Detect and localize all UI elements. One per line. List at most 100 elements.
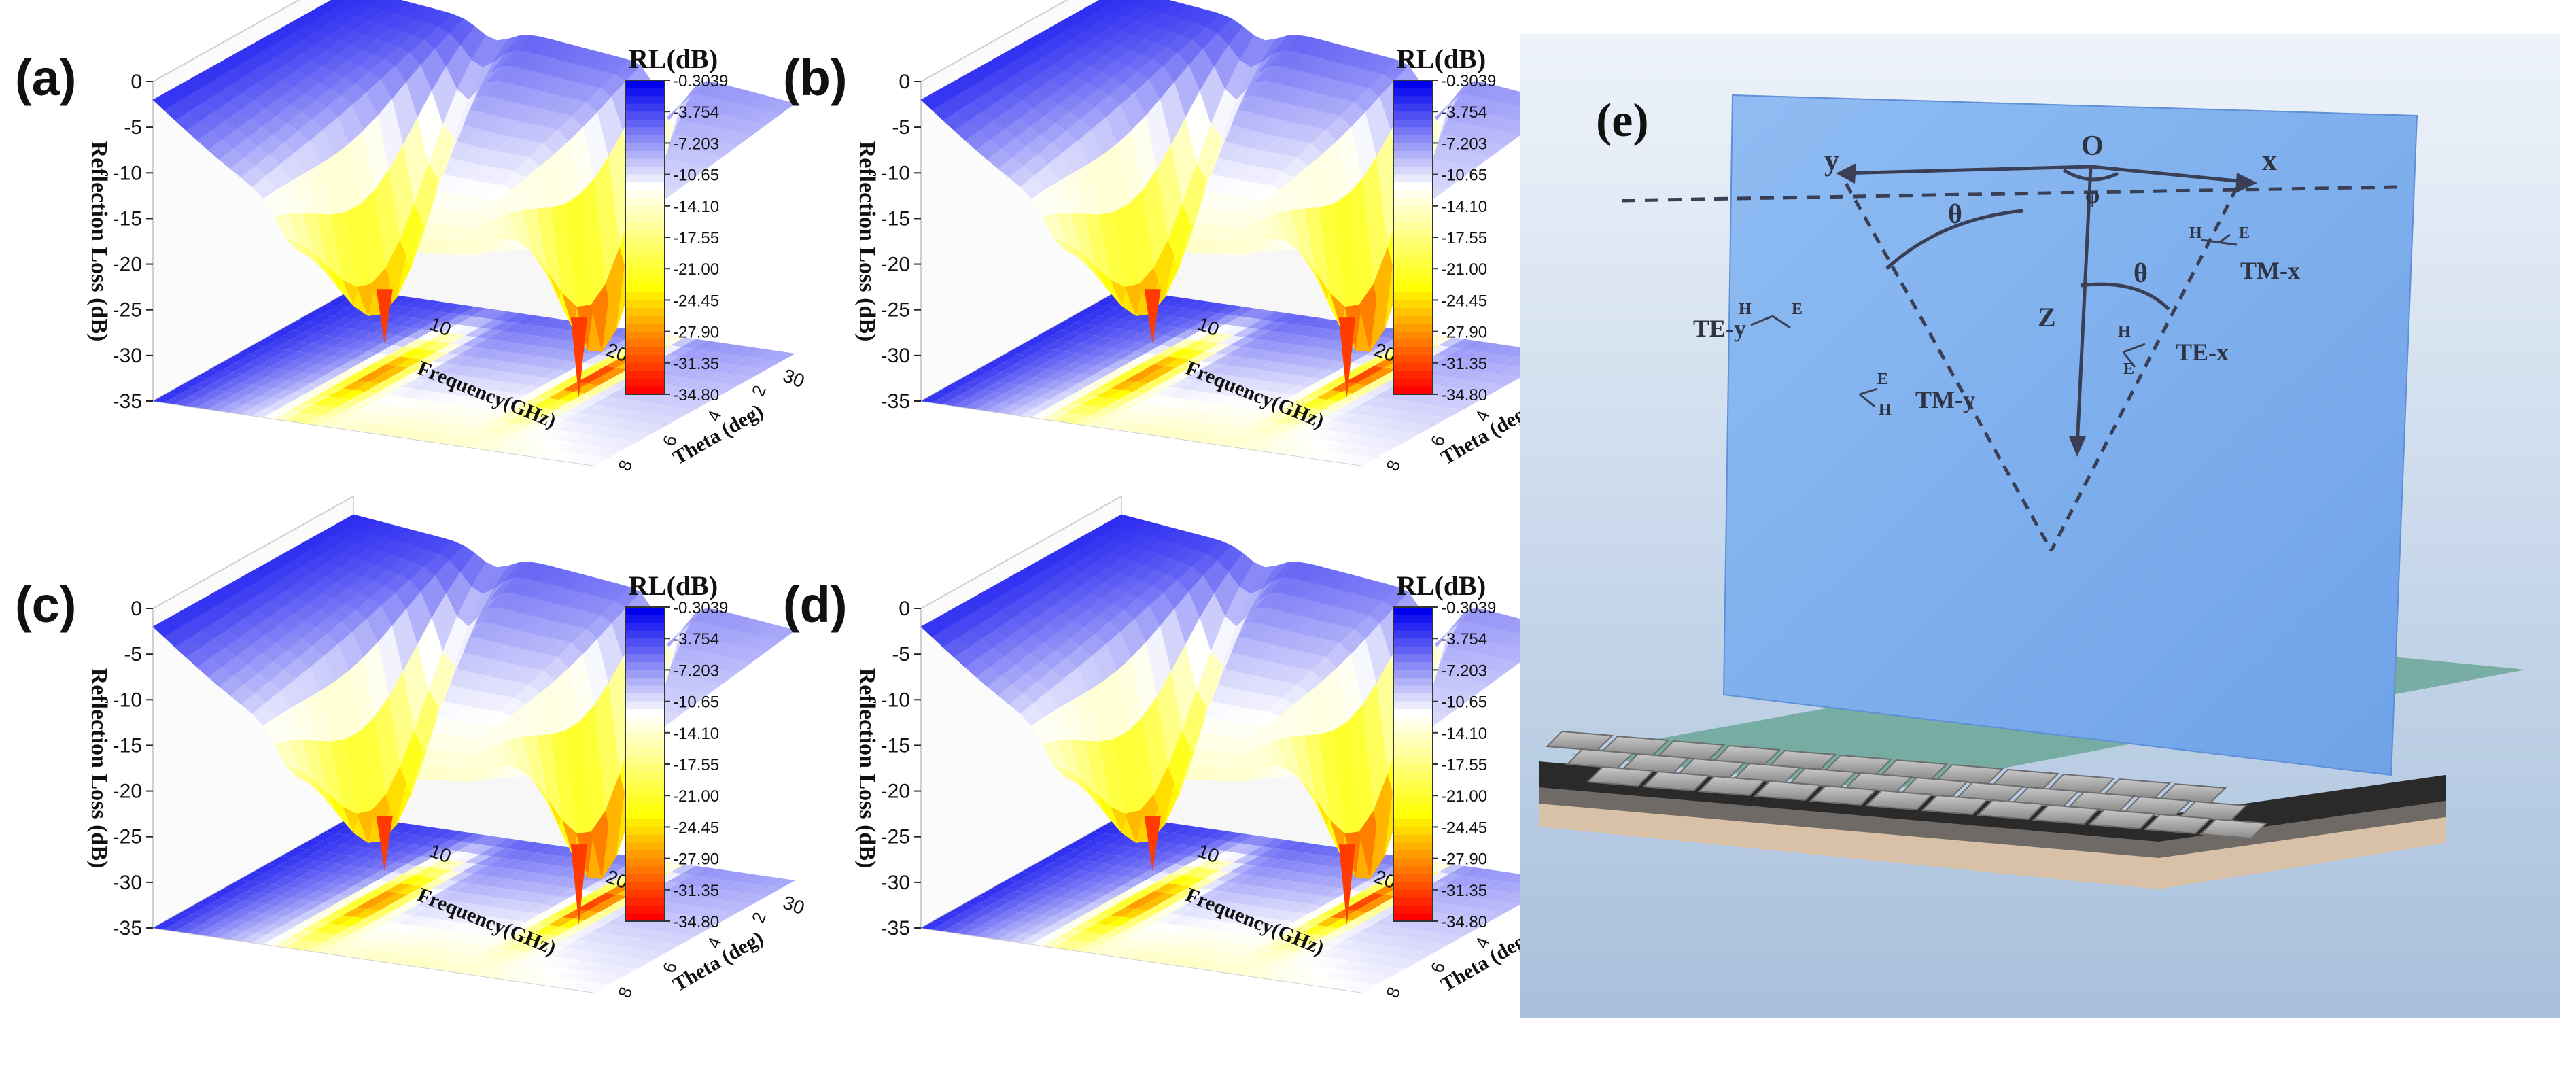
floor-cell: [380, 406, 406, 416]
floor-cell: [475, 400, 501, 410]
floor-cell: [595, 914, 621, 924]
floor-cell: [307, 415, 333, 426]
floor-cell: [506, 870, 532, 880]
floor-cell: [178, 913, 204, 923]
floor-cell: [347, 401, 373, 411]
floor-cell: [1357, 406, 1382, 416]
floor-cell: [471, 835, 498, 845]
floor-cell: [346, 371, 372, 381]
floor-cell: [568, 960, 594, 970]
floor-cell: [1281, 324, 1306, 334]
floor-cell: [455, 356, 481, 366]
floor-cell: [1428, 366, 1455, 376]
floor-cell: [1223, 356, 1249, 366]
surface-patch: [769, 100, 796, 114]
colorbar-tick-label: -27.90: [1441, 850, 1487, 869]
floor-cell: [1086, 316, 1112, 326]
floor-cell: [252, 407, 278, 417]
floor-cell: [1369, 337, 1395, 347]
floor-cell: [314, 396, 340, 407]
floor-cell: [583, 882, 609, 892]
floor-cell: [1244, 329, 1270, 339]
floor-cell: [1166, 317, 1193, 328]
floor-cell: [701, 909, 727, 919]
floor-cell: [175, 923, 201, 933]
floor-cell: [1019, 903, 1045, 914]
floor-cell: [404, 369, 430, 379]
floor-cell: [458, 874, 484, 884]
floor-cell: [1168, 348, 1194, 358]
floor-cell: [964, 895, 990, 906]
floor-cell: [197, 399, 223, 409]
floor-cell: [1153, 427, 1179, 437]
colorbar-band: [1393, 654, 1433, 663]
floor-cell: [592, 396, 618, 407]
floor-cell: [512, 324, 538, 334]
floor-cell: [1382, 400, 1408, 410]
floor-cell: [498, 332, 524, 343]
floor-cell: [1044, 897, 1071, 908]
floor-cell: [1371, 398, 1397, 409]
floor-cell: [1212, 354, 1238, 365]
floor-cell: [551, 451, 576, 461]
floor-cell: [1024, 398, 1049, 408]
colorbar-band: [1393, 260, 1433, 270]
floor-cell: [1028, 875, 1055, 885]
floor-cell: [1196, 402, 1221, 413]
floor-cell: [570, 920, 596, 930]
floor-cell: [1214, 314, 1240, 325]
colorbar: RL(dB)-0.3039-3.754-7.203-10.65-14.10-17…: [625, 570, 728, 931]
floor-cell: [330, 946, 355, 956]
colorbar-band: [625, 819, 665, 828]
floor-cell: [318, 944, 345, 954]
floor-cell: [1361, 427, 1387, 437]
floor-cell: [676, 915, 702, 925]
floor-cell: [420, 918, 446, 929]
floor-cell: [495, 869, 521, 879]
floor-cell: [251, 377, 277, 387]
floor-cell: [698, 918, 724, 929]
floor-cell: [1198, 362, 1223, 373]
floor-cell: [736, 874, 763, 884]
colorbar-band: [1393, 347, 1433, 356]
floor-cell: [594, 883, 620, 893]
floor-cell: [254, 894, 280, 904]
floor-cell: [274, 411, 300, 421]
floor-cell: [1011, 893, 1037, 903]
floor-cell: [1073, 881, 1099, 891]
floor-cell: [434, 383, 460, 394]
colorbar-tick-label: -14.10: [1441, 725, 1487, 743]
floor-cell: [334, 865, 360, 876]
floor-cell: [633, 413, 659, 423]
floor-cell: [1026, 388, 1053, 398]
floor-cell: [1001, 921, 1027, 931]
floor-cell: [615, 430, 642, 441]
floor-cell: [405, 926, 432, 937]
floor-cell: [1185, 401, 1211, 411]
colorbar-band: [625, 315, 665, 325]
floor-cell: [396, 428, 421, 438]
floor-cell: [438, 303, 464, 313]
floor-cell: [636, 403, 662, 413]
floor-cell: [759, 877, 784, 887]
floor-cell: [412, 907, 438, 917]
floor-cell: [406, 856, 432, 866]
colorbar-band: [625, 827, 665, 836]
floor-cell: [320, 903, 347, 914]
floor-cell: [457, 417, 483, 428]
floor-cell: [432, 950, 458, 961]
floor-cell: [1157, 347, 1183, 357]
floor-cell: [491, 949, 517, 959]
floor-cell: [334, 369, 361, 379]
floor-cell: [394, 296, 420, 307]
floor-cell: [311, 933, 336, 943]
floor-cell: [429, 433, 455, 443]
floor-cell: [516, 942, 542, 952]
floor-cell: [1347, 435, 1373, 445]
colorbar-band: [1393, 371, 1433, 379]
floor-cell: [398, 388, 423, 398]
floor-cell: [1179, 349, 1205, 360]
floor-cell: [592, 923, 618, 933]
colorbar-band: [625, 780, 665, 789]
floor-cell: [1344, 445, 1370, 455]
